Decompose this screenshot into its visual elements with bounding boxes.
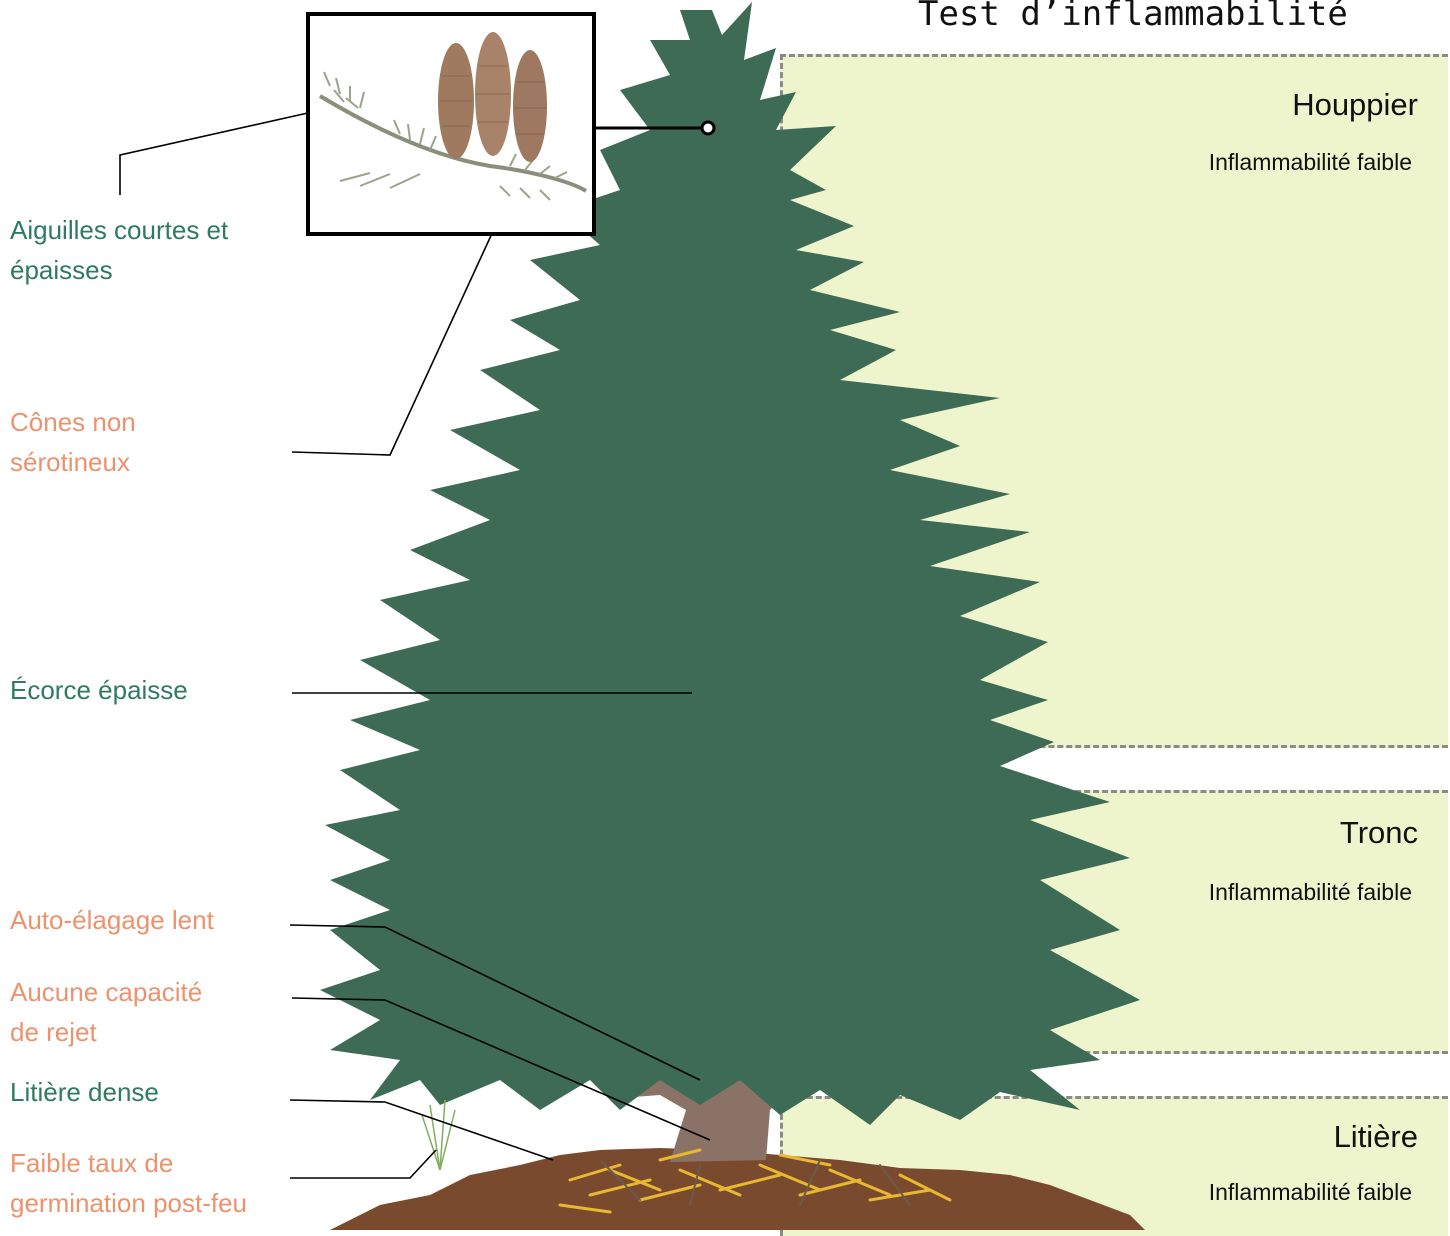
label-self-pruning: Auto-élagage lent [10, 900, 214, 940]
label-germination: Faible taux de germination post-feu [10, 1143, 247, 1223]
label-germination-line2: germination post-feu [10, 1188, 247, 1218]
cone-3 [513, 50, 547, 162]
label-cones: Cônes non sérotineux [10, 402, 136, 482]
cone-branch-inset [306, 12, 596, 236]
label-self-pruning-text: Auto-élagage lent [10, 905, 214, 935]
cone-branch-illustration [310, 16, 592, 232]
label-litter: Litière dense [10, 1072, 159, 1112]
label-needles-line2: épaisses [10, 255, 113, 285]
label-germination-line1: Faible taux de [10, 1148, 173, 1178]
inset-connector-dot [702, 122, 714, 134]
label-resprouting-line2: de rejet [10, 1017, 97, 1047]
label-resprouting-line1: Aucune capacité [10, 977, 202, 1007]
leader-litter [290, 1100, 553, 1160]
label-bark: Écorce épaisse [10, 670, 188, 710]
label-cones-line1: Cônes non [10, 407, 136, 437]
label-needles: Aiguilles courtes et épaisses [10, 210, 228, 290]
leader-needles [120, 108, 330, 195]
label-bark-text: Écorce épaisse [10, 675, 188, 705]
label-litter-text: Litière dense [10, 1077, 159, 1107]
label-resprouting: Aucune capacité de rejet [10, 972, 202, 1052]
label-needles-line1: Aiguilles courtes et [10, 215, 228, 245]
label-cones-line2: sérotineux [10, 447, 130, 477]
leader-germination [290, 1150, 436, 1178]
